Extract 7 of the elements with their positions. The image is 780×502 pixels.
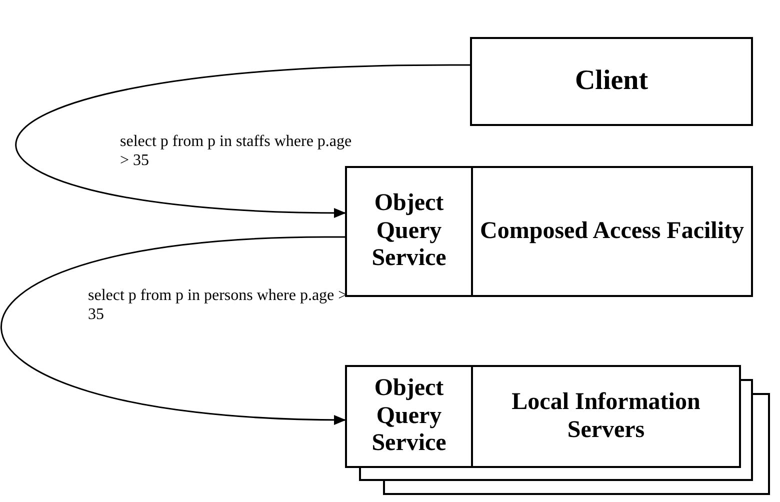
client-box: Client — [470, 37, 753, 126]
service-box: Local Information Servers — [471, 365, 741, 468]
curved-arrow — [2, 236, 346, 425]
service-box: Composed Access Facility — [471, 166, 753, 297]
service-box: Object Query Service — [345, 166, 473, 297]
service-box: Object Query Service — [345, 365, 473, 468]
curved-arrow — [17, 64, 470, 218]
